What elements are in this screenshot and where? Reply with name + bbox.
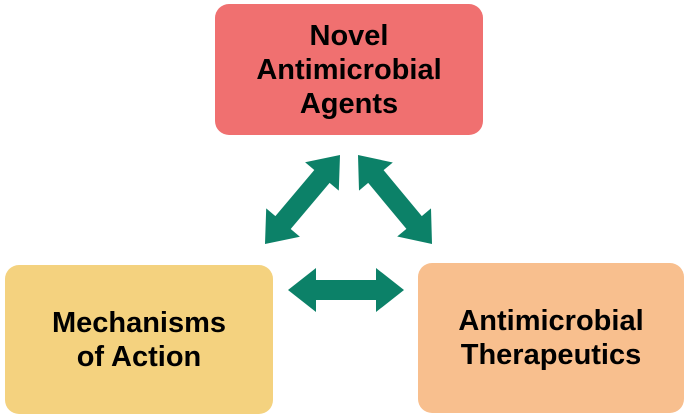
arrow-top-left: [265, 155, 340, 244]
node-label: Mechanisms of Action: [51, 306, 227, 373]
arrow-left-right: [288, 268, 404, 312]
node-novel-antimicrobial-agents: Novel Antimicrobial Agents: [215, 4, 483, 135]
node-antimicrobial-therapeutics: Antimicrobial Therapeutics: [418, 263, 684, 413]
node-mechanisms-of-action: Mechanisms of Action: [5, 265, 273, 414]
node-label: Antimicrobial Therapeutics: [458, 305, 644, 371]
node-label: Novel Antimicrobial Agents: [256, 19, 442, 120]
arrow-top-right: [358, 155, 432, 244]
